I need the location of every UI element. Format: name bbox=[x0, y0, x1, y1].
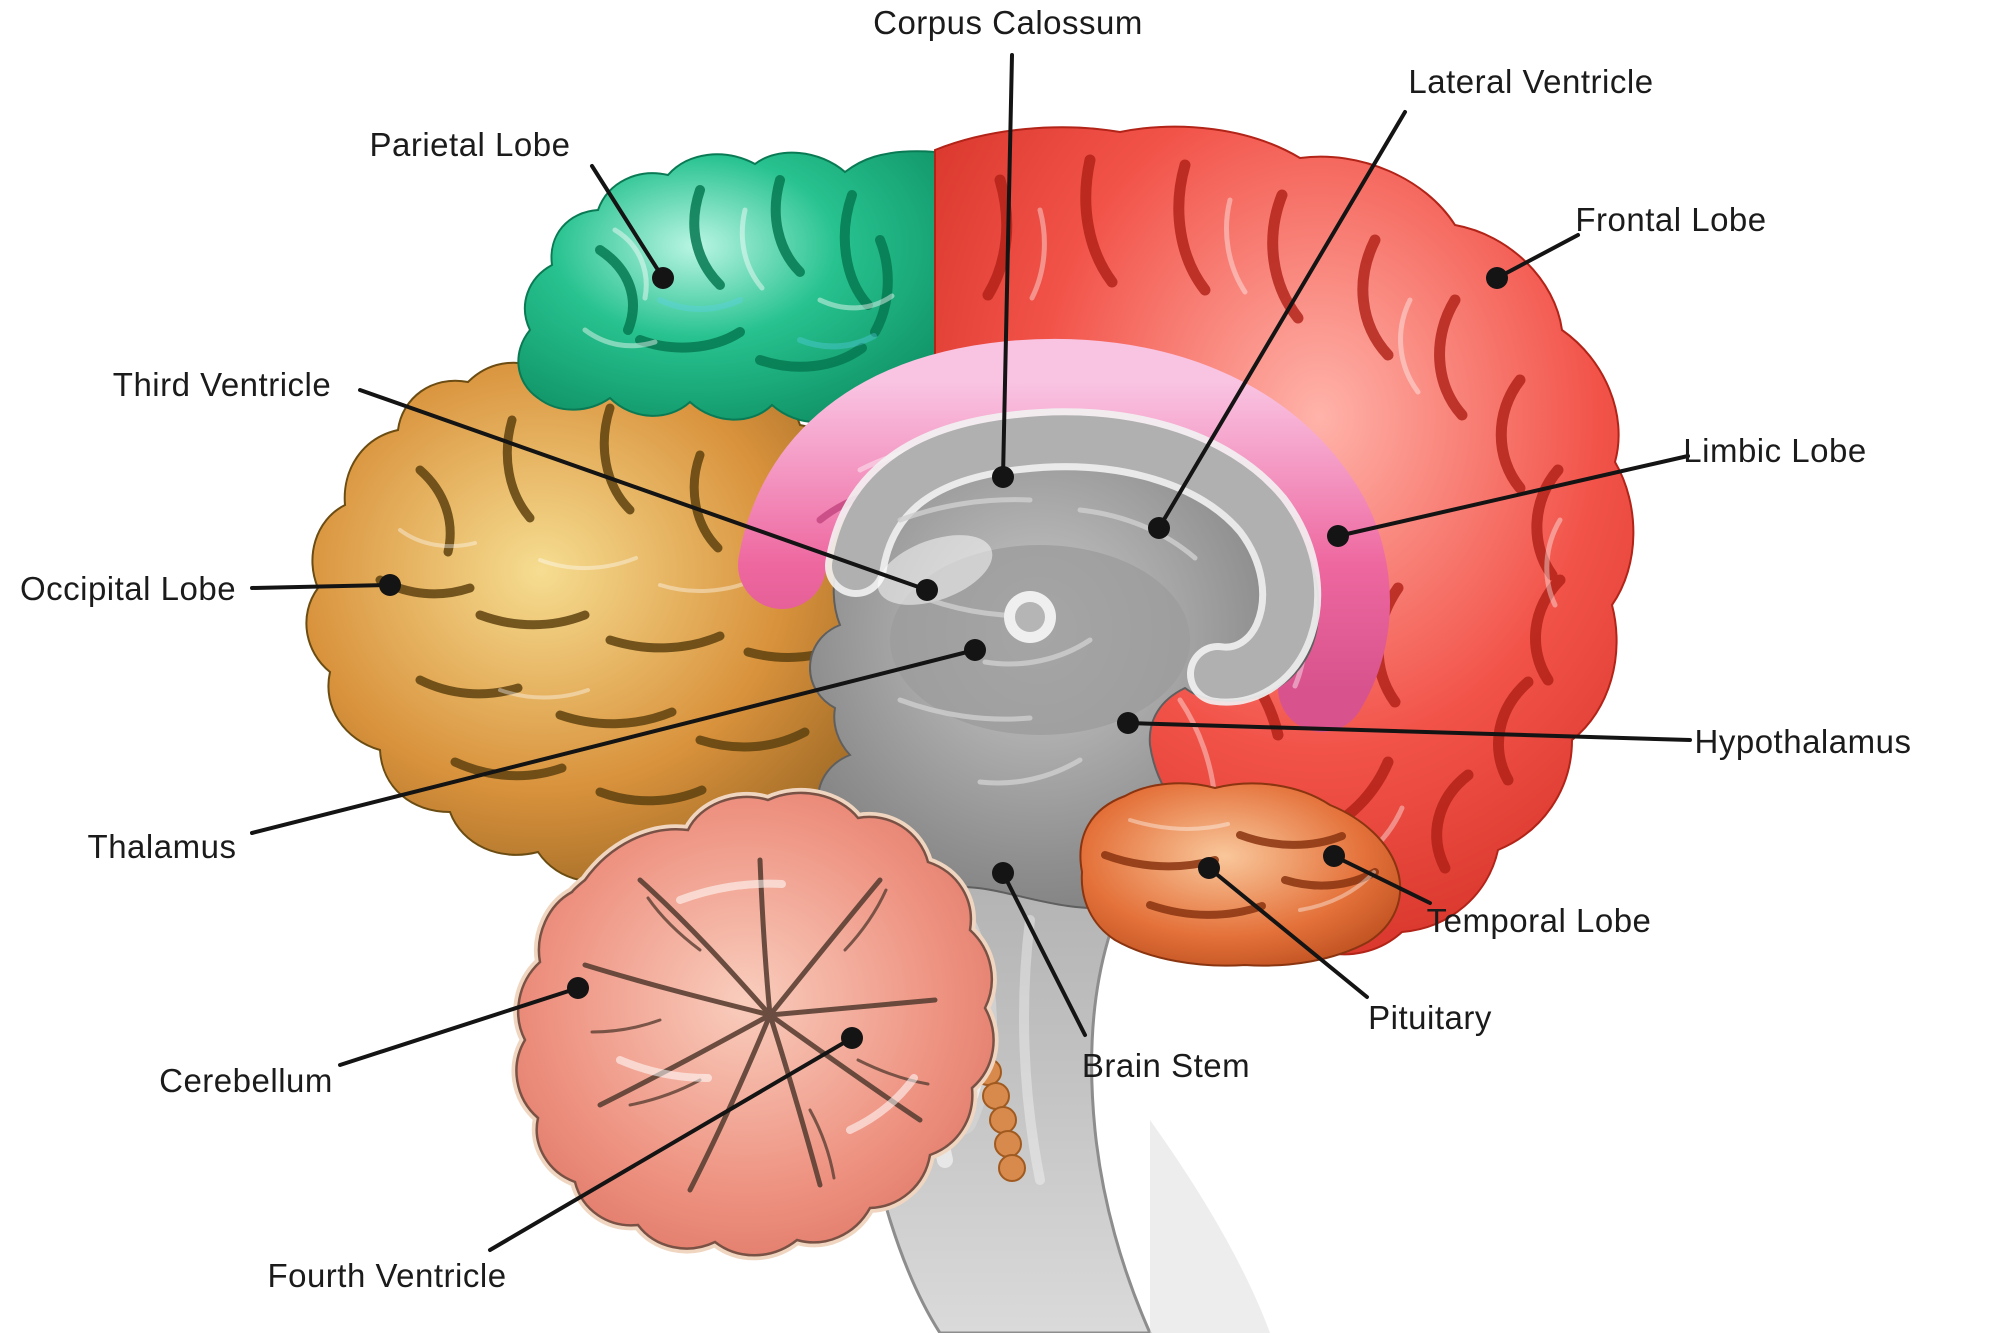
leader-dot-fourth-ventricle bbox=[841, 1027, 863, 1049]
brain-illustration bbox=[305, 125, 1635, 1333]
leader-line-frontal-lobe bbox=[1495, 233, 1580, 280]
cerebellum-region bbox=[516, 793, 993, 1255]
label-pituitary: Pituitary bbox=[1368, 999, 1492, 1036]
label-lateral-ventricle: Lateral Ventricle bbox=[1408, 63, 1653, 100]
leader-dot-lateral-ventricle bbox=[1148, 517, 1170, 539]
leader-line-parietal-lobe bbox=[590, 164, 665, 280]
leader-dot-brain-stem bbox=[992, 862, 1014, 884]
leader-line-limbic-lobe bbox=[1336, 454, 1690, 538]
leader-dot-occipital-lobe bbox=[379, 574, 401, 596]
leader-dot-third-ventricle bbox=[916, 579, 938, 601]
label-temporal-lobe: Temporal Lobe bbox=[1427, 902, 1652, 939]
leader-line-temporal-lobe bbox=[1332, 854, 1432, 905]
leader-lines bbox=[250, 53, 1692, 1252]
leader-line-fourth-ventricle bbox=[488, 1036, 854, 1252]
label-fourth-ventricle: Fourth Ventricle bbox=[267, 1257, 506, 1294]
leader-dot-limbic-lobe bbox=[1327, 525, 1349, 547]
leader-dot-frontal-lobe bbox=[1486, 267, 1508, 289]
label-corpus-calossum: Corpus Calossum bbox=[873, 4, 1143, 41]
leader-line-cerebellum bbox=[338, 986, 580, 1067]
leader-line-brain-stem bbox=[1001, 871, 1087, 1037]
leader-line-occipital-lobe bbox=[250, 583, 392, 590]
label-third-ventricle: Third Ventricle bbox=[113, 366, 331, 403]
leader-dot-pituitary bbox=[1198, 857, 1220, 879]
leader-dot-cerebellum bbox=[567, 977, 589, 999]
label-occipital-lobe: Occipital Lobe bbox=[20, 570, 236, 607]
label-cerebellum: Cerebellum bbox=[159, 1062, 333, 1099]
label-limbic-lobe: Limbic Lobe bbox=[1683, 432, 1866, 469]
gray-matter-region bbox=[808, 408, 1322, 942]
label-parietal-lobe: Parietal Lobe bbox=[370, 126, 571, 163]
leader-line-pituitary bbox=[1207, 866, 1369, 999]
leader-line-third-ventricle bbox=[358, 388, 929, 592]
temporal-lobe-region bbox=[1079, 782, 1402, 967]
label-brain-stem: Brain Stem bbox=[1082, 1047, 1250, 1084]
leader-line-corpus-calossum bbox=[1001, 53, 1014, 479]
label-hypothalamus: Hypothalamus bbox=[1695, 723, 1912, 760]
leader-dot-thalamus bbox=[964, 639, 986, 661]
leader-line-lateral-ventricle bbox=[1157, 110, 1407, 530]
leader-dot-corpus-calossum bbox=[992, 466, 1014, 488]
leader-line-thalamus bbox=[250, 648, 977, 835]
label-frontal-lobe: Frontal Lobe bbox=[1575, 201, 1766, 238]
leader-dot-hypothalamus bbox=[1117, 712, 1139, 734]
leader-dot-parietal-lobe bbox=[652, 267, 674, 289]
leader-line-hypothalamus bbox=[1126, 721, 1692, 742]
label-thalamus: Thalamus bbox=[88, 828, 237, 865]
leader-dot-temporal-lobe bbox=[1323, 845, 1345, 867]
